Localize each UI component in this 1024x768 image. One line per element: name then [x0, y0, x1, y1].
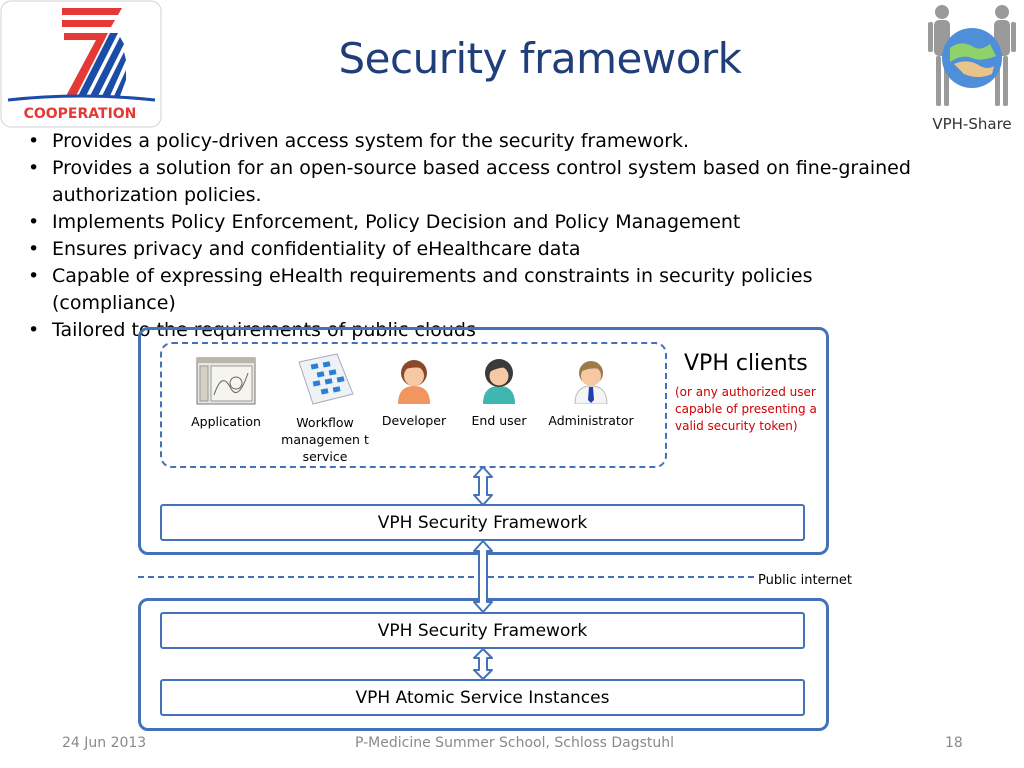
client-workflow-management: Workflow managemen t service — [277, 352, 373, 465]
vph-security-framework-cloud-side: VPH Security Framework — [160, 612, 805, 649]
vph-clients-note: (or any authorized user capable of prese… — [675, 385, 817, 433]
client-label: Application — [191, 414, 261, 429]
client-administrator: Administrator — [543, 356, 639, 429]
arrow-clients-to-framework — [472, 466, 494, 506]
administrator-person-icon — [543, 356, 639, 408]
bullet-item: Implements Policy Enforcement, Policy De… — [26, 209, 926, 236]
bullet-item: Provides a policy-driven access system f… — [26, 128, 926, 155]
arrow-framework-across-internet — [472, 540, 494, 613]
public-internet-boundary — [138, 576, 754, 578]
client-label: End user — [471, 413, 527, 428]
footer-page-number: 18 — [945, 735, 963, 751]
bullet-item: Tailored to the requirements of public c… — [26, 317, 926, 344]
public-internet-label: Public internet — [758, 573, 853, 588]
developer-person-icon — [366, 356, 462, 408]
end-user-person-icon — [451, 356, 547, 408]
vph-clients-label: VPH clients — [684, 351, 808, 376]
page-title: Security framework — [338, 34, 742, 83]
fp7-cooperation-logo: COOPERATION — [0, 0, 165, 130]
footer-date: 24 Jun 2013 — [62, 735, 147, 751]
client-label: Developer — [381, 413, 447, 428]
client-label: Administrator — [548, 413, 634, 428]
vph-atomic-service-instances: VPH Atomic Service Instances — [160, 679, 805, 716]
client-application: Application — [178, 357, 274, 430]
vph-security-framework-client-side: VPH Security Framework — [160, 504, 805, 541]
client-label: Workflow managemen t service — [281, 415, 369, 464]
svg-text:VPH-Share: VPH-Share — [932, 115, 1011, 133]
vph-share-logo: VPH-Share — [920, 0, 1024, 140]
bullet-item: Provides a solution for an open-source b… — [26, 155, 926, 209]
application-window-icon — [178, 357, 274, 409]
bullet-item: Capable of expressing eHealth requiremen… — [26, 263, 926, 317]
client-end-user: End user — [451, 356, 547, 429]
footer-event: P-Medicine Summer School, Schloss Dagstu… — [355, 735, 675, 751]
bullet-list: Provides a policy-driven access system f… — [26, 128, 926, 344]
arrow-framework-to-services — [472, 648, 494, 680]
clients-group-box — [160, 342, 667, 468]
client-developer: Developer — [366, 356, 462, 429]
workflow-diagram-icon — [277, 352, 373, 410]
svg-text:COOPERATION: COOPERATION — [24, 106, 137, 122]
bullet-item: Ensures privacy and confidentiality of e… — [26, 236, 926, 263]
